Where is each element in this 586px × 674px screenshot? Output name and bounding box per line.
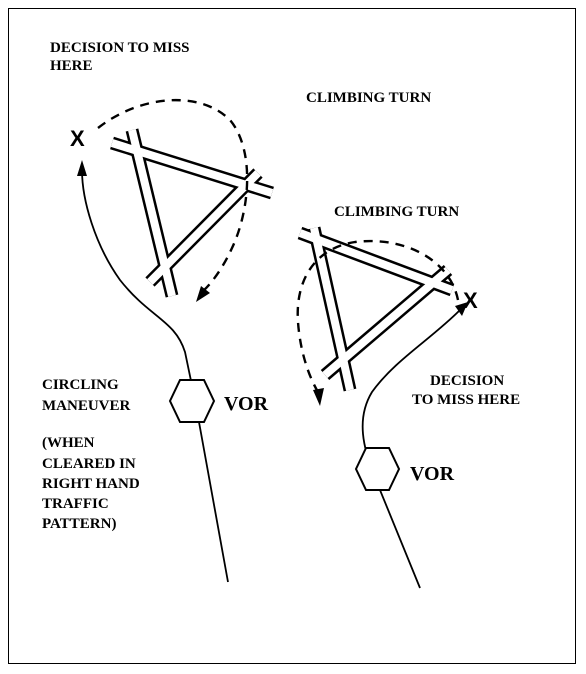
left-decision-point-marker: X — [70, 126, 85, 151]
note-label-line1: (WHEN — [42, 435, 95, 451]
left-climbing-turn-path — [97, 98, 249, 293]
right-decision-point-marker: X — [463, 288, 478, 313]
left-approach-arrowhead — [77, 160, 87, 176]
left-runway-triangle — [110, 128, 274, 298]
note-label-line5: PATTERN) — [42, 516, 116, 532]
circling-label-line2: MANEUVER — [42, 398, 130, 414]
circling-label-line1: CIRCLING — [42, 377, 119, 393]
right-decision-label-line2: TO MISS HERE — [412, 392, 520, 408]
right-approach-arrowhead — [455, 302, 468, 316]
right-climbing-turn-path — [296, 239, 460, 393]
left-approach-track — [81, 169, 229, 583]
note-label-line4: TRAFFIC — [42, 496, 109, 512]
right-climbing-turn-arrowhead — [313, 388, 324, 406]
left-vor-symbol — [168, 379, 216, 423]
note-label-line2: CLEARED IN — [42, 456, 136, 472]
note-label-line3: RIGHT HAND — [42, 476, 140, 492]
right-vor-label: VOR — [410, 463, 455, 485]
right-vor-symbol — [354, 447, 401, 491]
left-decision-label-line2: HERE — [50, 58, 93, 74]
right-runway-triangle — [297, 226, 455, 392]
climbing-turn-upper-label: CLIMBING TURN — [306, 90, 431, 106]
left-decision-label-line1: DECISION TO MISS — [50, 40, 190, 56]
diagram-frame — [8, 8, 576, 664]
right-decision-label-line1: DECISION — [430, 373, 504, 389]
left-climbing-turn-arrowhead — [196, 286, 210, 302]
left-vor-label: VOR — [224, 393, 269, 415]
climbing-turn-lower-label: CLIMBING TURN — [334, 204, 459, 220]
